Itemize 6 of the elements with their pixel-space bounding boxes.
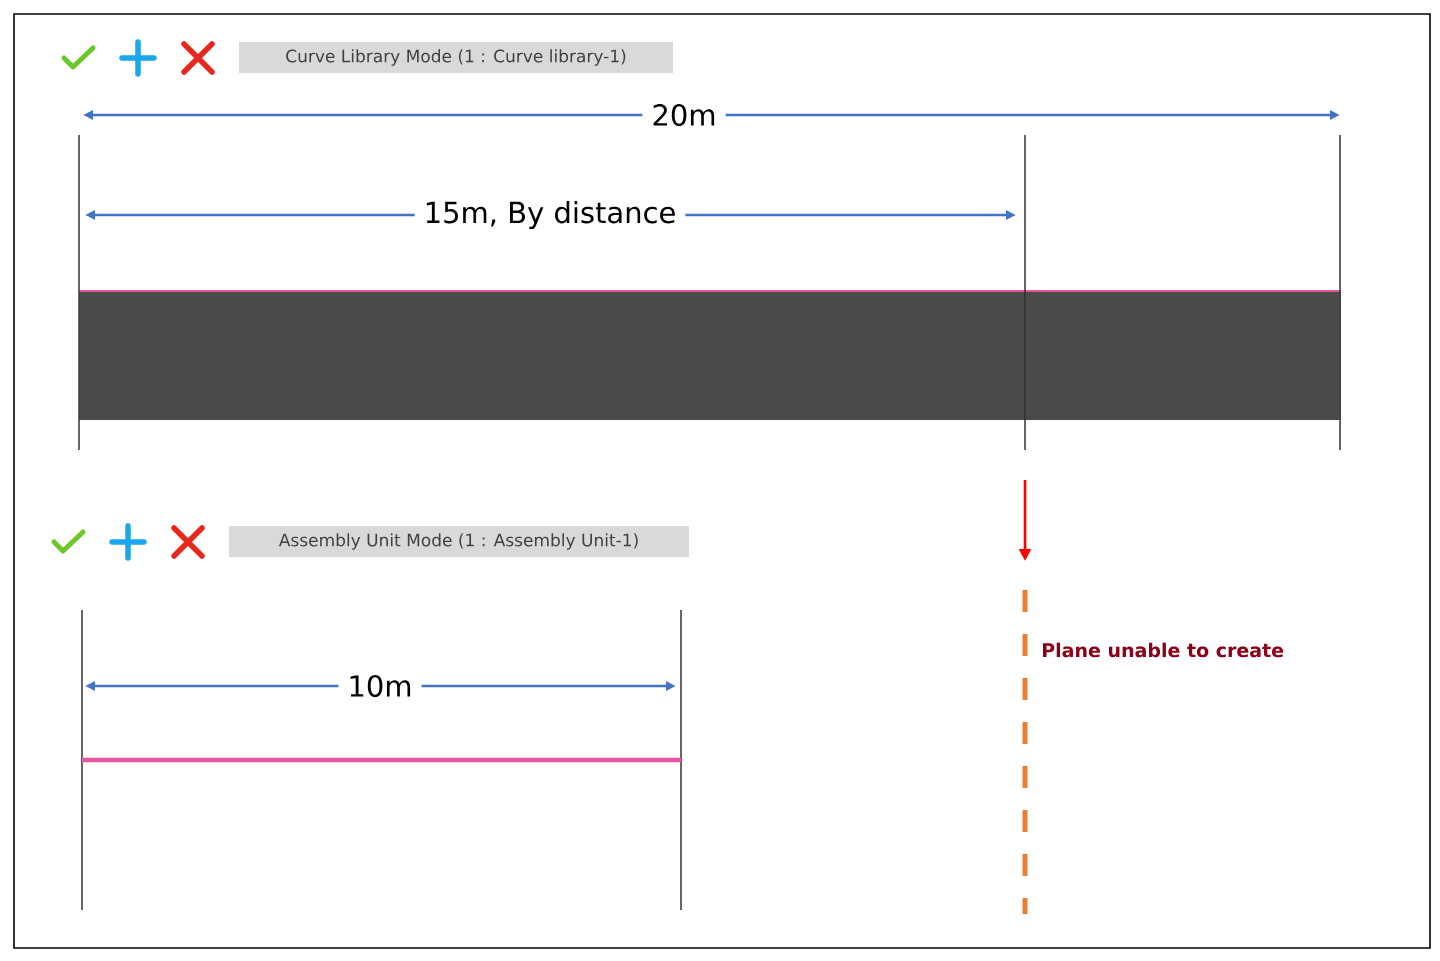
warning-text: Plane unable to create bbox=[1042, 642, 1284, 658]
mode-banner: Curve Library Mode (1 : Curve library-1) bbox=[239, 42, 673, 73]
dimension-label: 20m bbox=[642, 102, 726, 128]
dimension-label: 15m, By distance bbox=[414, 198, 686, 232]
dimension-label: 10m bbox=[338, 673, 422, 699]
mode-banner: Assembly Unit Mode (1 : Assembly Unit-1) bbox=[229, 526, 689, 557]
